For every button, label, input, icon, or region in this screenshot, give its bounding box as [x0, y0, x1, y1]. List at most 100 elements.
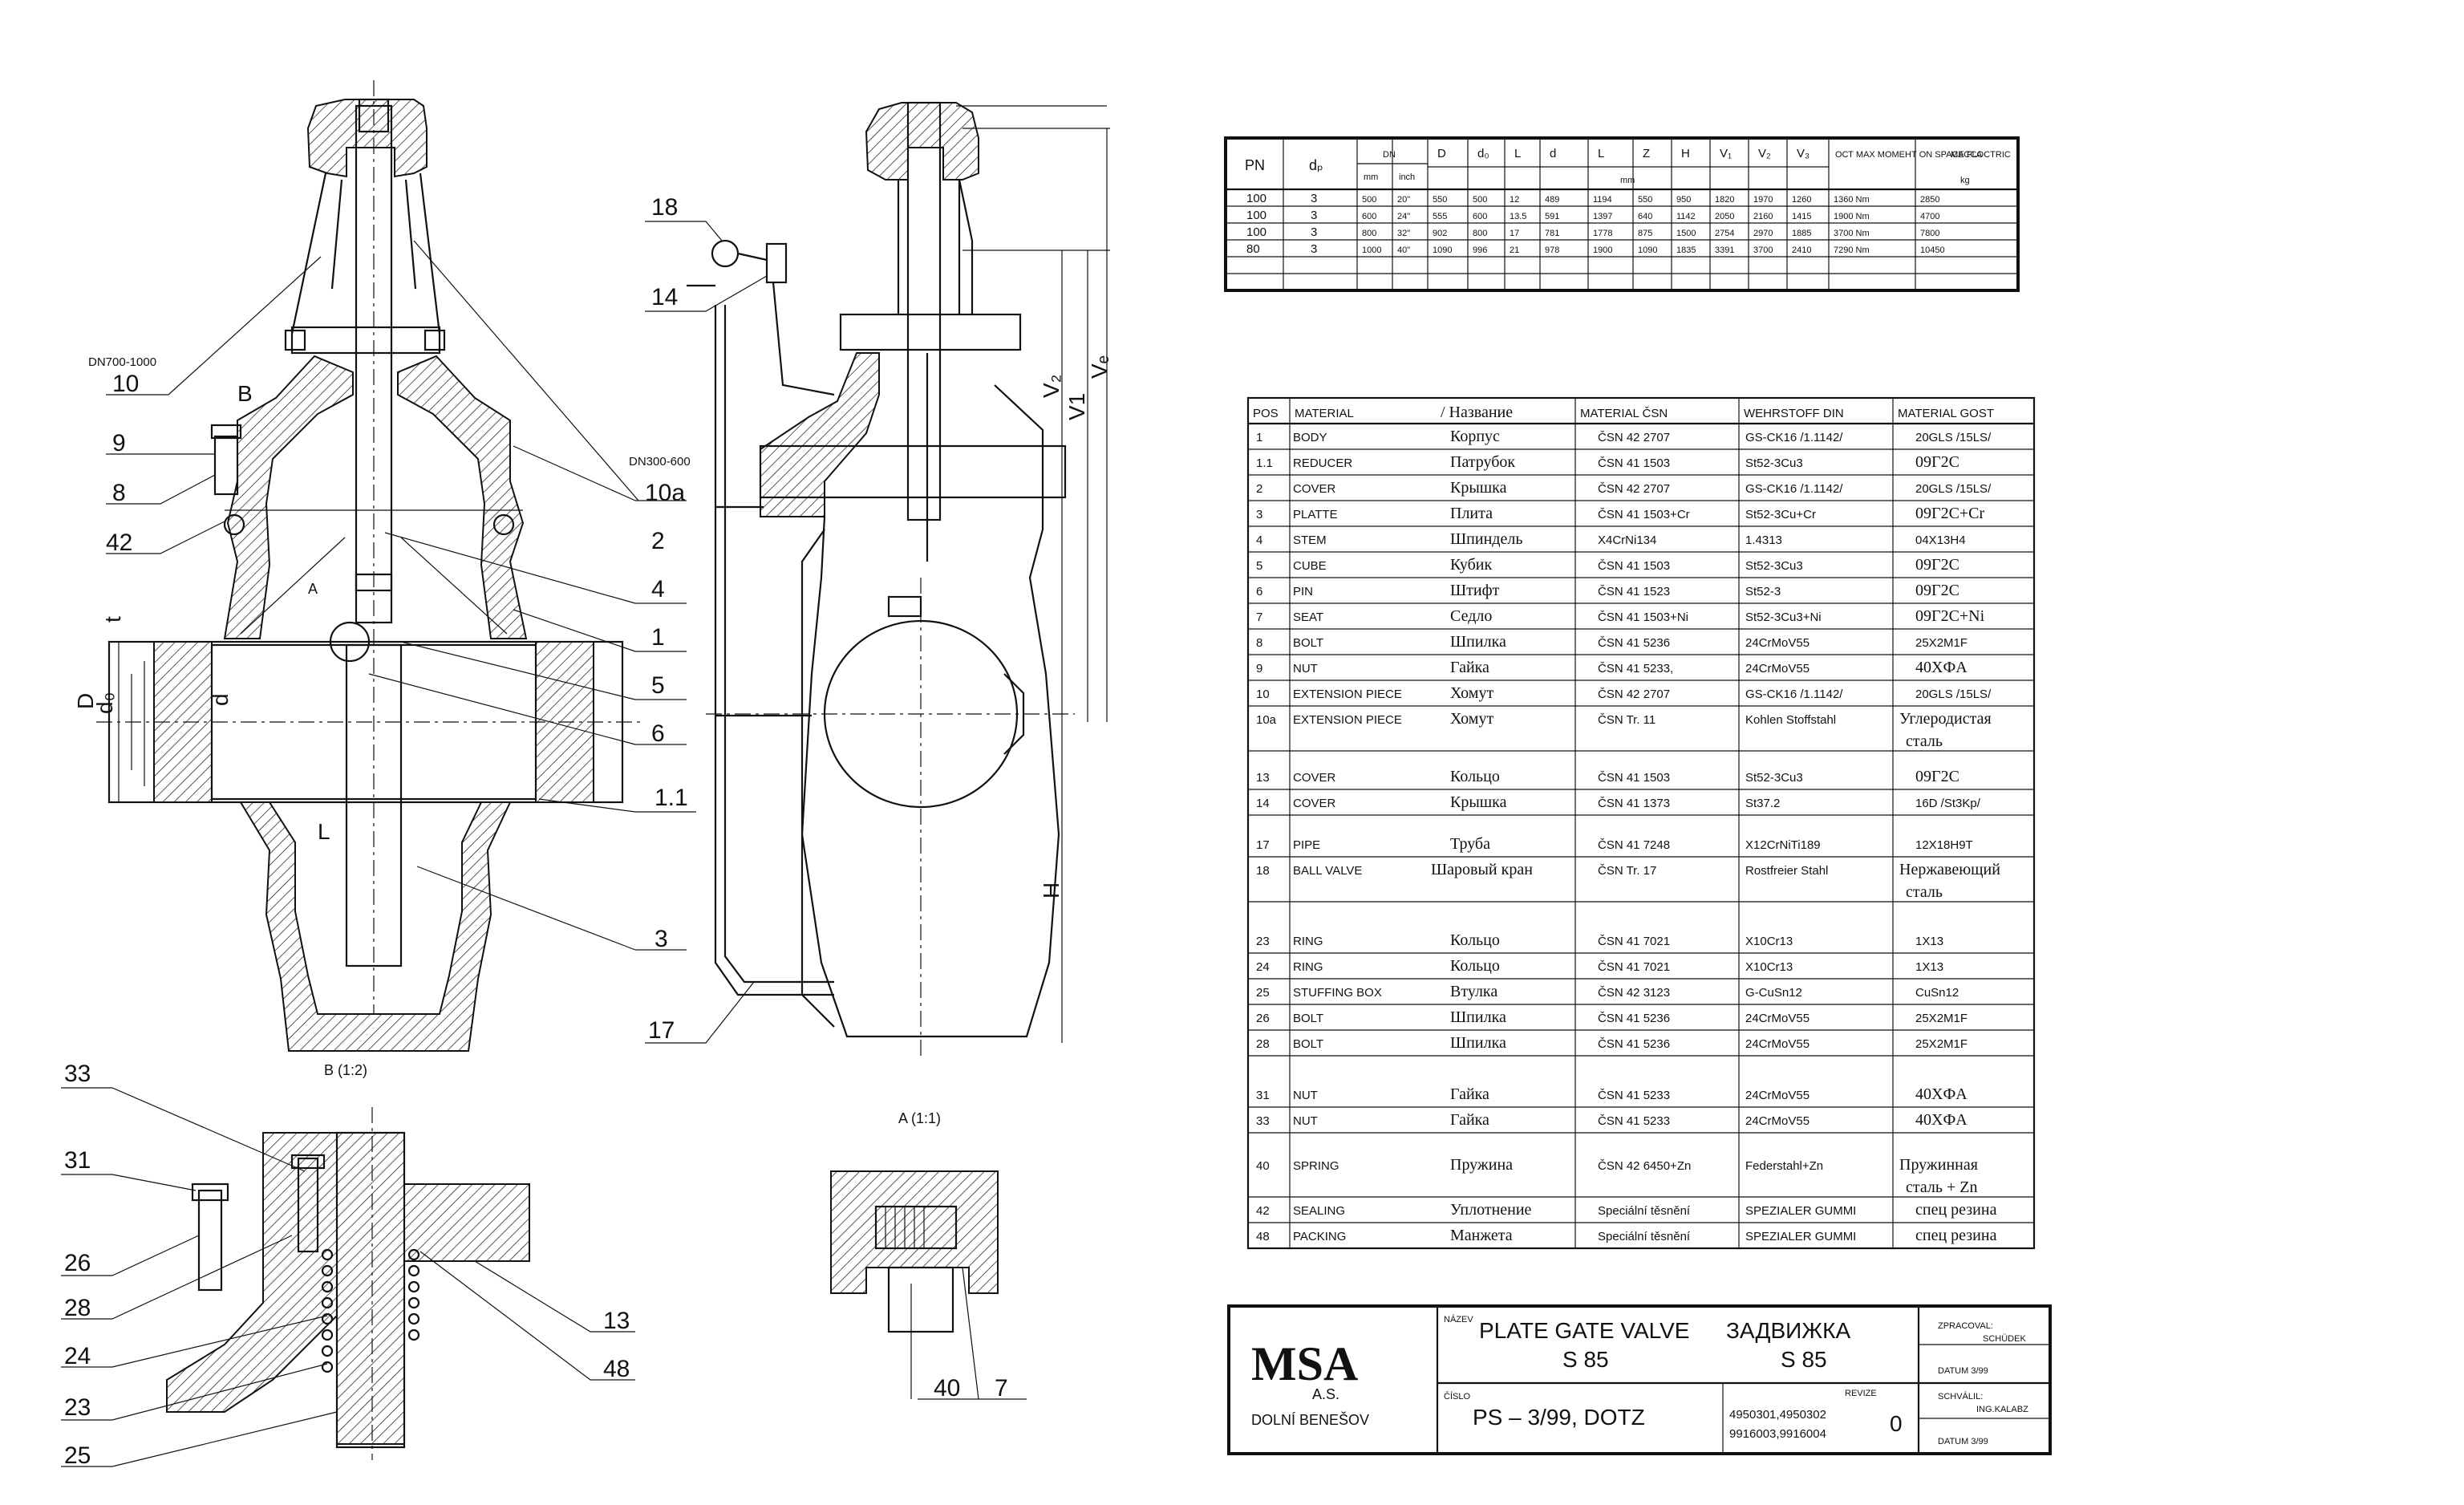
dim-l-label: L	[318, 819, 330, 844]
dim-table-cell: 781	[1545, 229, 1559, 238]
parts-gost-cell: 1X13	[1915, 960, 1943, 974]
dim-table-cell: 2160	[1753, 212, 1773, 221]
parts-gost-cell: спец резина	[1915, 1201, 1997, 1219]
parts-material-cell: NUT	[1293, 662, 1318, 675]
zpracoval-label: ZPRACOVAL:	[1938, 1321, 1993, 1331]
parts-material-cell: BODY	[1293, 431, 1327, 444]
parts-csn-cell: ČSN 41 5233	[1598, 1089, 1670, 1102]
dim-table-cell: 1090	[1638, 245, 1657, 255]
parts-name-ru-cell: Шаровый кран	[1431, 861, 1533, 878]
parts-din-cell: SPEZIALER GUMMI	[1745, 1230, 1856, 1243]
callout-14: 14	[651, 284, 678, 310]
parts-csn-cell: ČSN 41 5236	[1598, 1037, 1670, 1051]
callout-5: 5	[651, 672, 665, 699]
dim-table-cell: 1500	[1676, 229, 1696, 238]
parts-material-cell: REDUCER	[1293, 456, 1352, 470]
dim-table-cell: 3700	[1753, 245, 1773, 255]
callout-1: 1	[651, 624, 665, 651]
dim-table-cell: 1778	[1593, 229, 1612, 238]
callout-25: 25	[64, 1442, 91, 1469]
parts-csn-cell: ČSN Tr. 11	[1598, 713, 1656, 727]
parts-pos-cell: 5	[1256, 559, 1262, 573]
parts-pos-cell: 1	[1256, 431, 1262, 444]
dim-head-col: L	[1514, 147, 1521, 160]
valve-side-view: V₂ V1 Vₑ H 18 14 17	[645, 101, 1112, 1059]
revize-label: REVIZE	[1845, 1389, 1877, 1398]
dim-table-cell: 3	[1311, 209, 1317, 222]
parts-material-cell: COVER	[1293, 482, 1336, 496]
parts-material-cell: COVER	[1293, 771, 1336, 785]
parts-gost-cell: 09Г2С	[1915, 556, 1959, 574]
callout-33: 33	[64, 1061, 91, 1087]
parts-name-ru-cell: Шпилка	[1450, 1034, 1506, 1052]
parts-name-ru-cell: Шпилка	[1450, 633, 1506, 651]
view-b-title: B (1:2)	[324, 1062, 367, 1078]
parts-name-ru-cell: Крышка	[1450, 479, 1507, 497]
parts-csn-cell: ČSN 42 3123	[1598, 986, 1670, 1000]
parts-din-cell: X12CrNiTi189	[1745, 838, 1821, 852]
dim-table-cell: 40"	[1397, 245, 1410, 255]
parts-pos-cell: 8	[1256, 636, 1262, 650]
title-english: PLATE GATE VALVE	[1479, 1318, 1689, 1343]
revision-number: 0	[1890, 1411, 1903, 1436]
parts-pos-cell: 10a	[1256, 713, 1277, 727]
parts-pos-cell: 9	[1256, 662, 1262, 675]
dim-head-units: mm	[1620, 176, 1635, 185]
dim-table-cell: 1820	[1715, 195, 1734, 205]
parts-gost-cell: Нержавеющий	[1899, 861, 2000, 878]
parts-pos-cell: 42	[1256, 1204, 1270, 1218]
parts-pos-cell: 40	[1256, 1159, 1270, 1173]
parts-header-cell: WEHRSTOFF DIN	[1744, 407, 1844, 420]
parts-name-ru-cell: Штифт	[1450, 582, 1500, 599]
dim-table-cell: 2970	[1753, 229, 1773, 238]
parts-pos-cell: 1.1	[1256, 456, 1273, 470]
parts-material-cell: BOLT	[1293, 1012, 1323, 1025]
dim-table-cell: 20"	[1397, 195, 1410, 205]
parts-din-cell: G-CuSn12	[1745, 986, 1802, 1000]
dim-table-cell: 500	[1362, 195, 1376, 205]
dim-v1-label: V1	[1064, 393, 1089, 420]
parts-name-ru-cell: Кубик	[1450, 556, 1492, 574]
company-location: DOLNÍ BENEŠOV	[1251, 1411, 1369, 1428]
dim-table-cell: 80	[1246, 242, 1260, 256]
dim-table-cell: 2050	[1715, 212, 1734, 221]
parts-csn-cell: ČSN 41 5236	[1598, 636, 1670, 650]
callout-31: 31	[64, 1147, 91, 1174]
parts-gost-cell: 04X13H4	[1915, 533, 1966, 547]
parts-csn-cell: ČSN 42 2707	[1598, 482, 1670, 496]
dim-head-col: d	[1550, 147, 1556, 160]
dim-table-cell: 100	[1246, 209, 1266, 222]
parts-pos-cell: 26	[1256, 1012, 1270, 1025]
parts-gost-cell-cont: сталь	[1906, 883, 1943, 901]
dim-table-cell: 100	[1246, 192, 1266, 205]
parts-pos-cell: 14	[1256, 797, 1270, 810]
parts-gost-cell-cont: сталь + Zn	[1906, 1178, 1978, 1196]
parts-din-cell: St52-3Cu+Cr	[1745, 508, 1816, 521]
dim-table-cell: 1194	[1593, 195, 1612, 205]
callout-40: 40	[934, 1375, 960, 1402]
dim-h-label: H	[1039, 882, 1064, 899]
parts-din-cell: 24CrMoV55	[1745, 1037, 1810, 1051]
detail-b-stuffing-box: 33 31 26 28 24 23 25 13 48	[61, 1061, 635, 1469]
parts-pos-cell: 18	[1256, 864, 1270, 878]
name-label: NÁZEV	[1444, 1314, 1473, 1324]
parts-material-cell: RING	[1293, 935, 1323, 948]
parts-material-cell: STUFFING BOX	[1293, 986, 1382, 1000]
dim-head-col: V₃	[1797, 147, 1810, 160]
parts-pos-cell: 7	[1256, 611, 1262, 624]
parts-csn-cell: ČSN 42 2707	[1598, 688, 1670, 701]
parts-din-cell: GS-CK16 /1.1142/	[1745, 688, 1843, 701]
parts-header-cell: / Название	[1441, 404, 1513, 421]
msa-logo: MSA	[1251, 1337, 1358, 1390]
dim-table-cell: 3	[1311, 225, 1317, 239]
parts-gost-cell: 25X2M1F	[1915, 636, 1968, 650]
parts-material-cell: STEM	[1293, 533, 1327, 547]
parts-material-cell: SEAT	[1293, 611, 1323, 624]
parts-din-cell: X10Cr13	[1745, 935, 1793, 948]
parts-name-ru-cell: Шпилка	[1450, 1008, 1506, 1026]
dim-v2-label: V₂	[1039, 374, 1064, 398]
parts-pos-cell: 23	[1256, 935, 1270, 948]
dim-head-torque: ОСТ МАХ МОМЕНТ ON SPACE FLOCTRIC	[1835, 150, 2011, 160]
parts-name-ru-cell: Втулка	[1450, 983, 1497, 1000]
parts-gost-cell: 20GLS /15LS/	[1915, 688, 1992, 701]
